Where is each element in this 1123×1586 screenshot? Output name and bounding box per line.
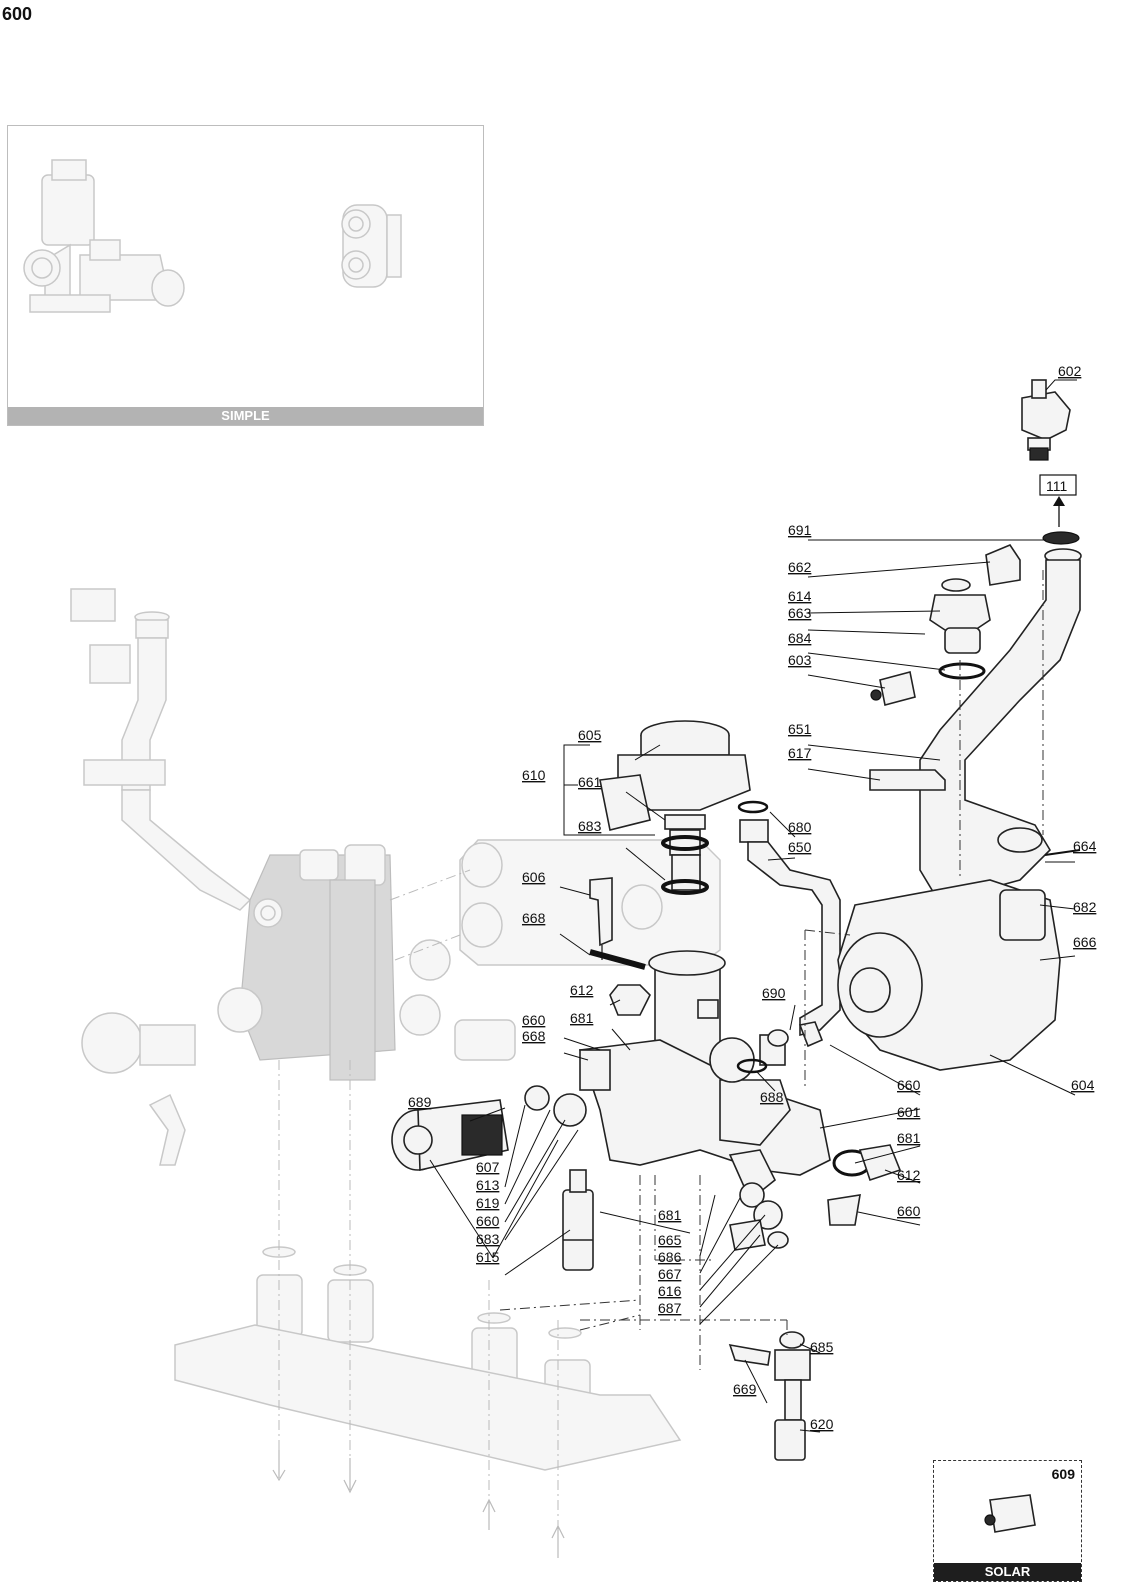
- label-684: 684: [788, 630, 812, 646]
- label-666: 666: [1073, 934, 1097, 950]
- label-661: 661: [578, 774, 602, 790]
- label-686: 686: [658, 1249, 682, 1265]
- label-691: 691: [788, 522, 812, 538]
- label-681-mid: 681: [658, 1207, 682, 1223]
- solar-variant-inset: 609 SOLAR: [933, 1460, 1082, 1582]
- leader-lines: [429, 379, 1077, 1433]
- label-680: 680: [788, 819, 812, 835]
- page-number: 600: [2, 4, 33, 24]
- label-681-top: 681: [570, 1010, 594, 1026]
- label-607: 607: [476, 1159, 500, 1175]
- label-610: 610: [522, 767, 546, 783]
- label-602: 602: [1058, 363, 1082, 379]
- label-660-bottom-right: 660: [897, 1203, 921, 1219]
- label-690: 690: [762, 985, 786, 1001]
- part-labels: 602 111 691 662 614 663 684 603 651 617 …: [408, 363, 1097, 1432]
- label-606: 606: [522, 869, 546, 885]
- label-683-top: 683: [578, 818, 602, 834]
- label-612-right: 612: [897, 1167, 921, 1183]
- label-683-lower: 683: [476, 1231, 500, 1247]
- label-617: 617: [788, 745, 812, 761]
- label-620: 620: [810, 1416, 834, 1432]
- label-615: 615: [476, 1249, 500, 1265]
- label-660-left: 660: [522, 1012, 546, 1028]
- label-650: 650: [788, 839, 812, 855]
- label-601: 601: [897, 1104, 921, 1120]
- solar-part-number: 609: [1051, 1466, 1075, 1482]
- label-660-lower: 660: [476, 1213, 500, 1229]
- label-665: 665: [658, 1232, 682, 1248]
- solar-variant-label: SOLAR: [934, 1563, 1081, 1581]
- part-602-sensor: [1021, 379, 1071, 461]
- label-662: 662: [788, 559, 812, 575]
- simple-variant-inset: SIMPLE: [7, 125, 484, 426]
- label-669: 669: [733, 1381, 757, 1397]
- label-689: 689: [408, 1094, 432, 1110]
- label-663: 663: [788, 605, 812, 621]
- label-619: 619: [476, 1195, 500, 1211]
- reference-111: 111: [1046, 478, 1067, 494]
- label-614: 614: [788, 588, 812, 604]
- simple-variant-label: SIMPLE: [8, 407, 483, 425]
- label-660-right: 660: [897, 1077, 921, 1093]
- label-685: 685: [810, 1339, 834, 1355]
- label-616: 616: [658, 1283, 682, 1299]
- label-603: 603: [788, 652, 812, 668]
- label-612-top: 612: [570, 982, 594, 998]
- main-assembly: [391, 379, 1082, 1533]
- label-668-mid: 668: [522, 1028, 546, 1044]
- label-668-top: 668: [522, 910, 546, 926]
- label-664: 664: [1073, 838, 1097, 854]
- label-682: 682: [1073, 899, 1097, 915]
- label-605: 605: [578, 727, 602, 743]
- label-681-right: 681: [897, 1130, 921, 1146]
- label-613: 613: [476, 1177, 500, 1193]
- simple-inset-drawings: [23, 159, 402, 313]
- label-667: 667: [658, 1266, 682, 1282]
- label-687: 687: [658, 1300, 682, 1316]
- label-651: 651: [788, 721, 812, 737]
- label-604: 604: [1071, 1077, 1095, 1093]
- label-688: 688: [760, 1089, 784, 1105]
